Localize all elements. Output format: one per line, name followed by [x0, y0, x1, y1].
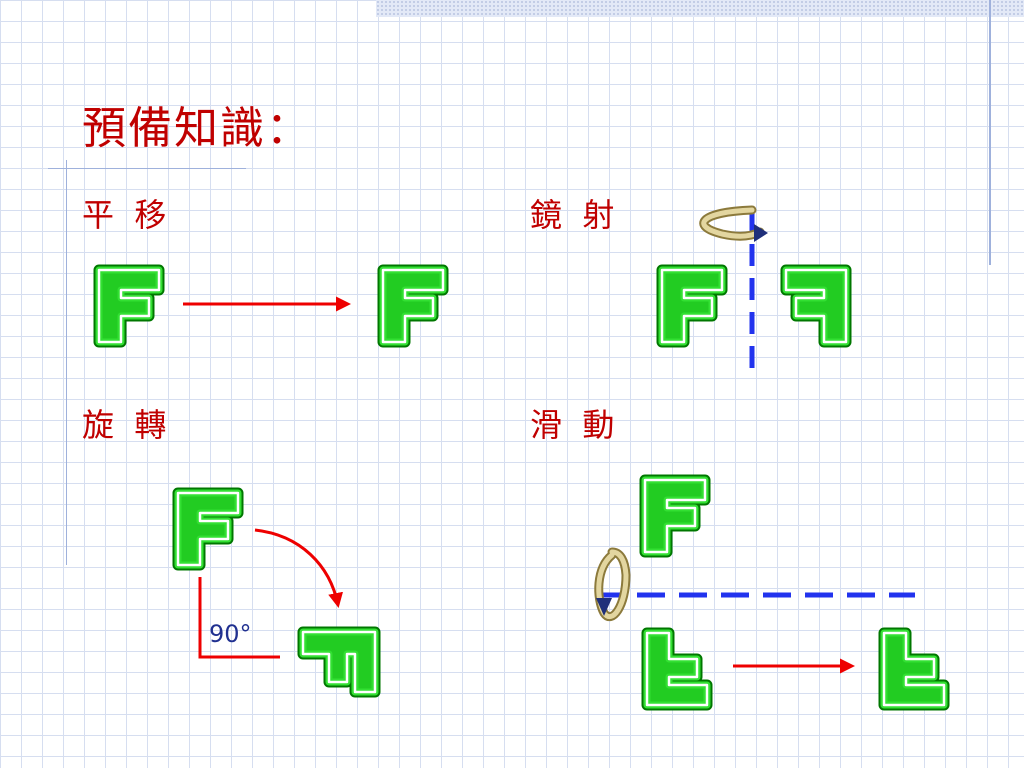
f-shape-glide-source	[645, 480, 705, 552]
flip-curl-arrow-icon	[594, 547, 631, 621]
rotation-arrow	[254, 528, 343, 608]
title-underline	[48, 168, 246, 169]
section-rotation-label: 旋 轉	[82, 406, 167, 444]
f-shape-original	[99, 270, 159, 342]
f-shape-mirror-source	[662, 270, 722, 342]
flip-curl-arrow-icon	[699, 205, 768, 242]
left-rule	[66, 160, 67, 565]
rotation-angle-label: 90°	[209, 620, 252, 648]
page-title: 預備知識：	[82, 103, 312, 154]
f-shape-glide-result	[884, 633, 944, 705]
right-angle-marker	[198, 577, 280, 659]
f-shape-translated	[383, 270, 443, 342]
header-band	[376, 0, 1024, 17]
right-rule	[989, 0, 991, 265]
f-shape-rotated	[303, 632, 375, 692]
section-translation-label: 平 移	[82, 196, 167, 234]
section-glide-label: 滑 動	[530, 406, 615, 444]
f-shape-rotation-source	[178, 493, 238, 565]
f-shape-reflected	[786, 270, 846, 342]
section-reflection-label: 鏡 射	[530, 196, 615, 234]
f-shape-glide-reflected	[647, 633, 707, 705]
